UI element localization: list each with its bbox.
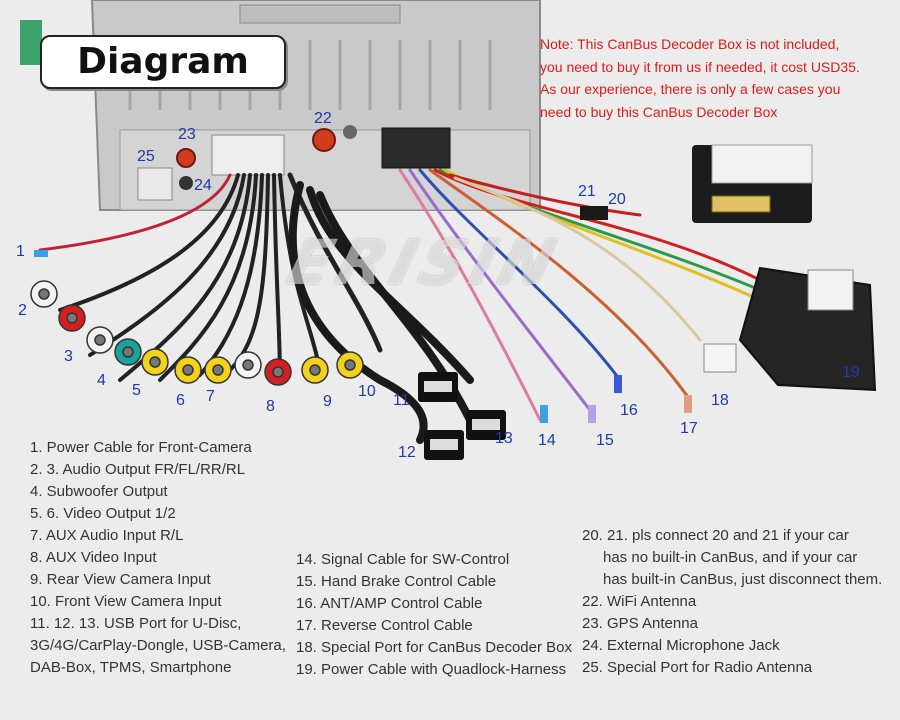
title-box: Diagram (40, 35, 286, 89)
note-line: you need to buy it from us if needed, it… (540, 58, 860, 75)
legend-item: 11. 12. 13. USB Port for U-Disc, (30, 615, 242, 632)
callout-4: 4 (97, 372, 106, 389)
legend-item: 23. GPS Antenna (582, 615, 698, 632)
callout-15: 15 (596, 432, 614, 449)
callout-11: 11 (393, 392, 410, 409)
usb-ports (418, 372, 506, 460)
legend-item: 14. Signal Cable for SW-Control (296, 551, 510, 568)
legend-item: DAB-Box, TPMS, Smartphone (30, 659, 232, 676)
brand-watermark: ERISIN (280, 226, 569, 299)
legend-column-1: 1. Power Cable for Front-Camera 2. 3. Au… (30, 437, 286, 679)
legend-item: 16. ANT/AMP Control Cable (296, 595, 483, 612)
callout-23: 23 (178, 126, 196, 143)
legend-item: 8. AUX Video Input (30, 549, 157, 566)
legend-column-3: 20. 21. pls connect 20 and 21 if your ca… (582, 525, 882, 679)
legend-item: 25. Special Port for Radio Antenna (582, 659, 813, 676)
legend-item: 22. WiFi Antenna (582, 593, 697, 610)
callout-12: 12 (398, 444, 416, 461)
callout-21: 21 (578, 183, 596, 200)
callout-22: 22 (314, 110, 332, 127)
callout-19: 19 (842, 364, 860, 381)
callout-8: 8 (266, 398, 275, 415)
note-line: Note: This CanBus Decoder Box is not inc… (540, 36, 840, 52)
legend-item: 24. External Microphone Jack (582, 637, 780, 654)
canbus-decoder-box (692, 144, 813, 223)
callout-9: 9 (323, 393, 332, 410)
callout-2: 2 (18, 302, 27, 319)
callout-18: 18 (711, 392, 729, 409)
callout-20: 20 (608, 191, 626, 208)
rca-plugs (30, 280, 364, 386)
callout-5: 5 (132, 382, 141, 399)
legend-item: 3G/4G/CarPlay-Dongle, USB-Camera, (30, 637, 286, 654)
callout-16: 16 (620, 402, 638, 419)
legend-item: has no built-in CanBus, and if your car (603, 549, 858, 566)
wire-tips (34, 250, 692, 423)
callout-14: 14 (538, 432, 556, 449)
legend-column-2: 14. Signal Cable for SW-Control 15. Hand… (296, 549, 572, 681)
legend-item: 20. 21. pls connect 20 and 21 if your ca… (582, 527, 849, 544)
page-title: Diagram (77, 41, 249, 82)
callout-25: 25 (137, 148, 155, 165)
legend-item: 17. Reverse Control Cable (296, 617, 473, 634)
legend-item: has built-in CanBus, just disconnect the… (603, 571, 883, 588)
legend-item: 7. AUX Audio Input R/L (30, 527, 184, 544)
callout-1: 1 (16, 243, 25, 260)
callout-13: 13 (495, 430, 513, 447)
note-line: As our experience, there is only a few c… (540, 81, 841, 97)
callout-6: 6 (176, 392, 185, 409)
legend-item: 1. Power Cable for Front-Camera (30, 439, 252, 456)
legend-item: 9. Rear View Camera Input (30, 571, 211, 588)
legend-item: 15. Hand Brake Control Cable (296, 573, 497, 590)
note-line: need to buy this CanBus Decoder Box (540, 103, 778, 120)
legend-item: 2. 3. Audio Output FR/FL/RR/RL (30, 461, 246, 478)
callout-7: 7 (206, 388, 215, 405)
legend-item: 19. Power Cable with Quadlock-Harness (296, 661, 567, 678)
callout-24: 24 (194, 177, 212, 194)
quadlock-harness (580, 206, 877, 392)
callout-17: 17 (680, 420, 698, 437)
callout-3: 3 (64, 348, 73, 365)
legend-item: 4. Subwoofer Output (30, 483, 168, 500)
callout-10: 10 (358, 383, 376, 400)
legend-item: 10. Front View Camera Input (30, 593, 222, 610)
legend-item: 5. 6. Video Output 1/2 (30, 505, 176, 522)
canbus-note: Note: This CanBus Decoder Box is not inc… (540, 33, 890, 123)
legend-item: 18. Special Port for CanBus Decoder Box (296, 639, 572, 656)
antenna-ports (137, 125, 451, 201)
